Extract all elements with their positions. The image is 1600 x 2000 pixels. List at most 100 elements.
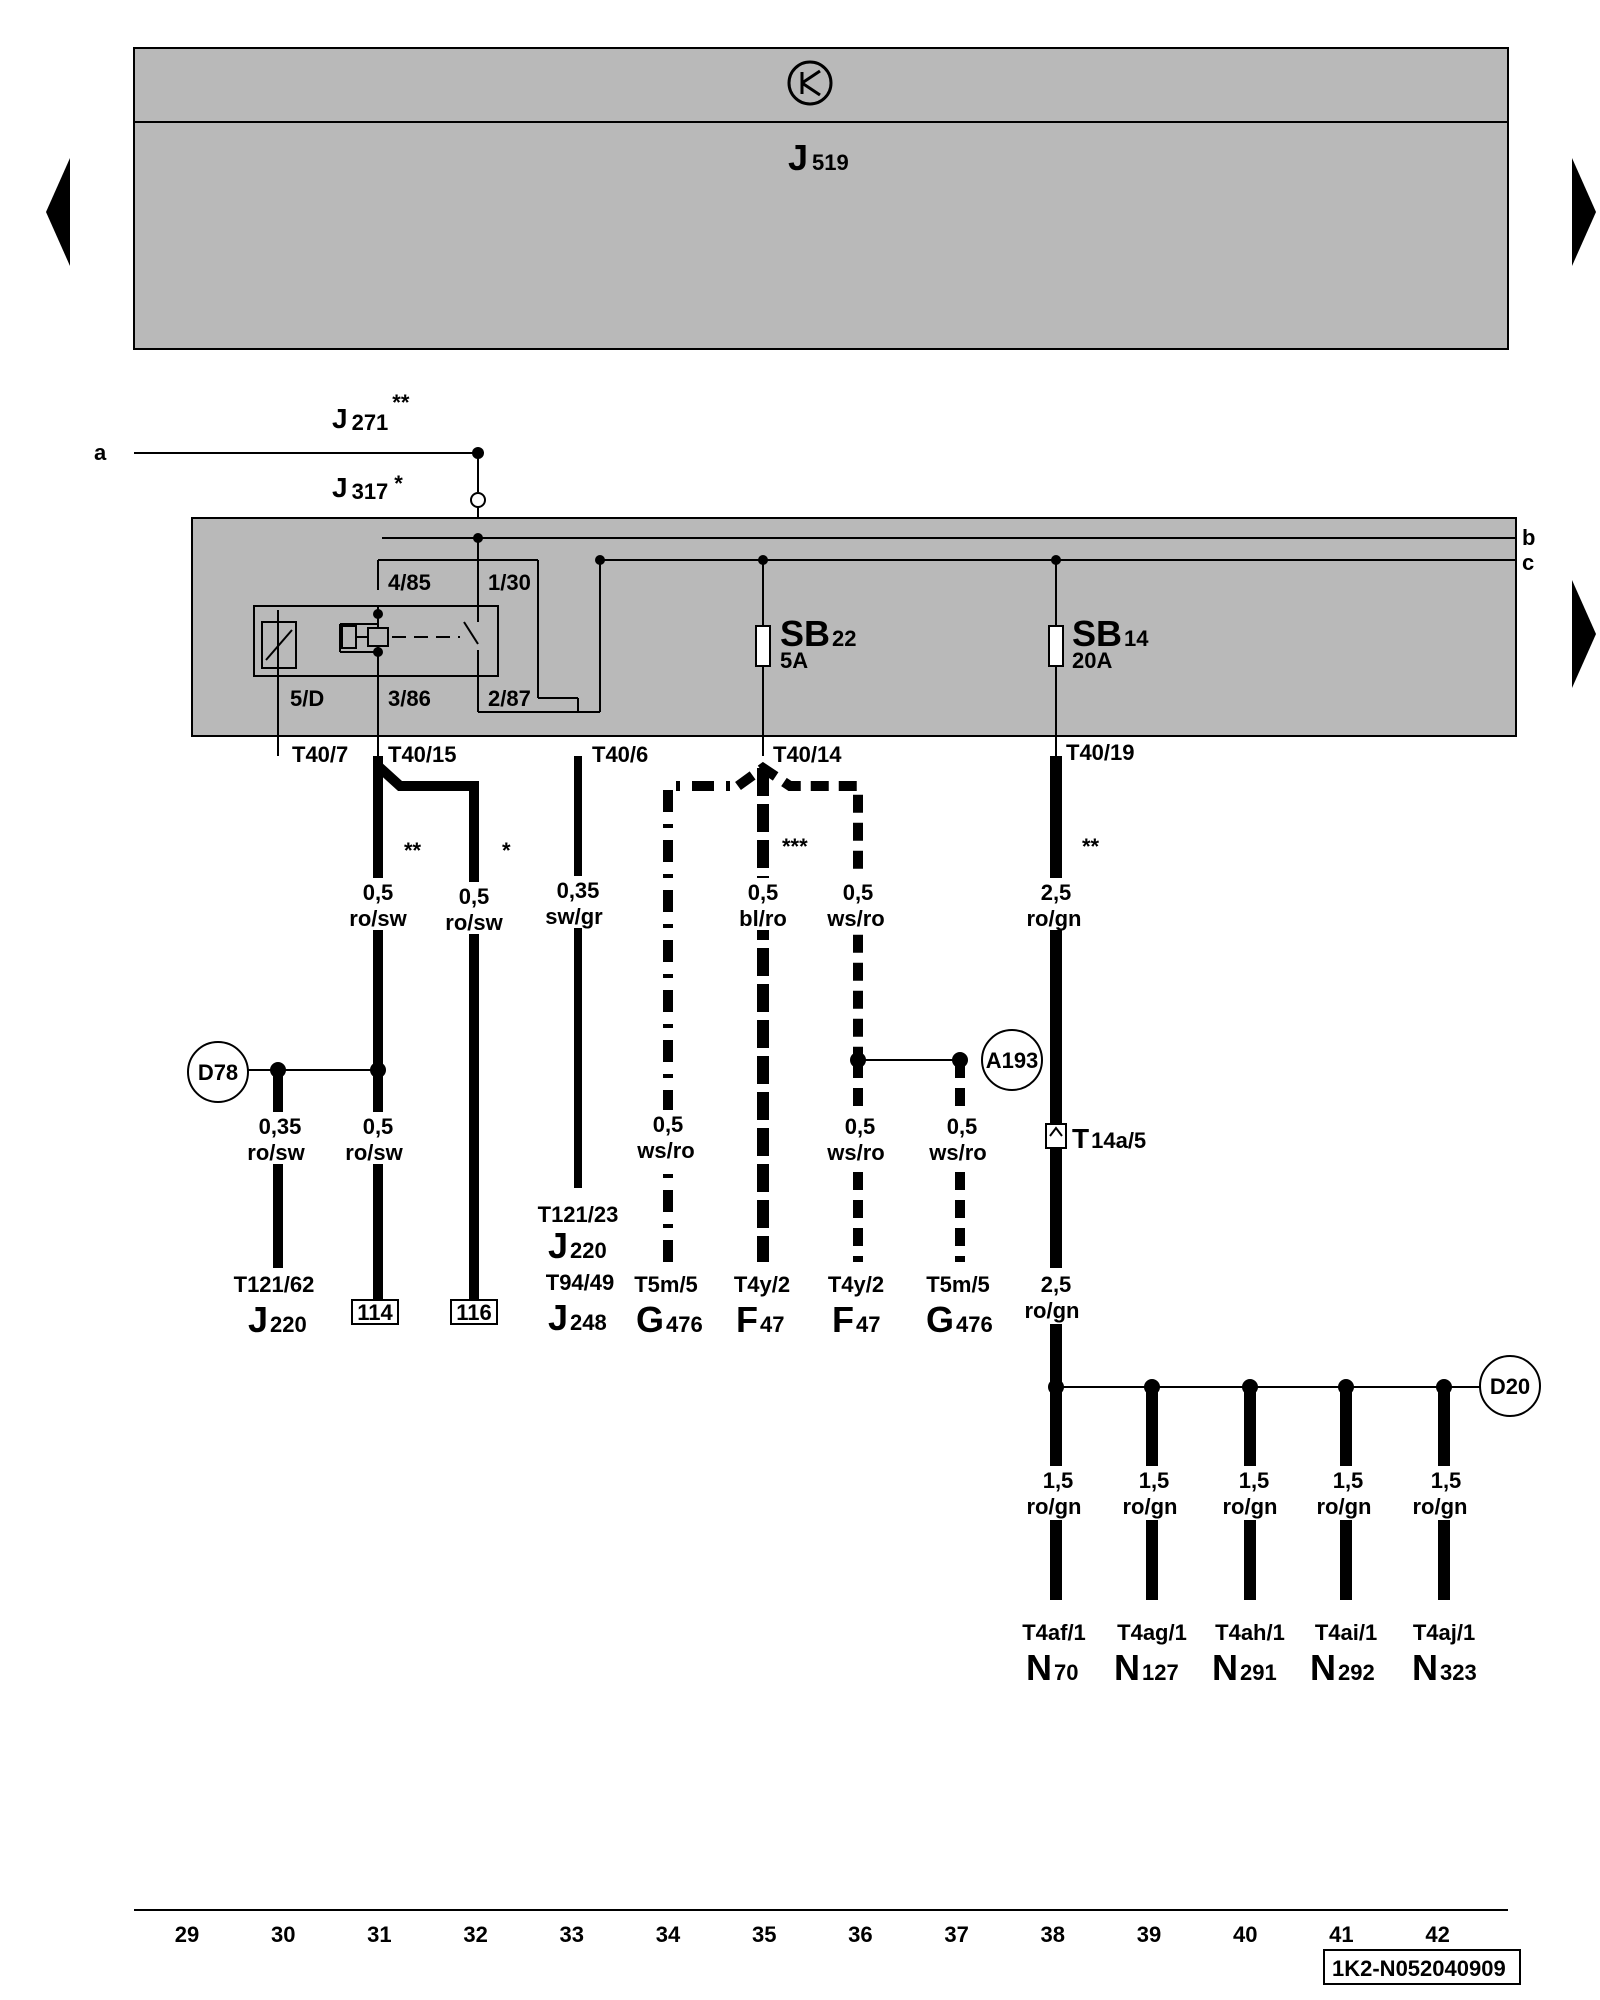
connector-t14a5: T14a/5 xyxy=(1072,1123,1146,1154)
svg-text:T4aj/1: T4aj/1 xyxy=(1413,1620,1475,1645)
track-number: 37 xyxy=(944,1922,968,1947)
component-j248: T94/49 J248 xyxy=(546,1270,615,1338)
track-number: 35 xyxy=(752,1922,776,1947)
svg-text:ro/gn: ro/gn xyxy=(1413,1494,1468,1519)
wire-label-w36: 0,5 ws/ro xyxy=(826,878,890,931)
mark-track-32: * xyxy=(502,838,511,863)
svg-text:T4af/1: T4af/1 xyxy=(1022,1620,1086,1645)
pin-label-5d: 5/D xyxy=(290,686,324,711)
svg-text:N292: N292 xyxy=(1310,1647,1375,1688)
svg-text:0,5: 0,5 xyxy=(845,1114,876,1139)
svg-text:T121/23: T121/23 xyxy=(538,1202,619,1227)
wire-label-w38: 2,5 ro/gn xyxy=(1022,878,1090,931)
triangle-right-icon[interactable] xyxy=(1572,580,1596,688)
svg-text:0,5: 0,5 xyxy=(459,884,490,909)
svg-text:J220: J220 xyxy=(248,1299,307,1340)
connector-t4014: T40/14 xyxy=(773,742,842,767)
svg-text:0,5: 0,5 xyxy=(843,880,874,905)
component-j220-t30: T121/62 J220 xyxy=(234,1272,315,1340)
relay-carrier-panel xyxy=(191,517,1517,737)
component-n323: T4aj/1 N323 xyxy=(1412,1620,1477,1688)
pin-label-386: 3/86 xyxy=(388,686,431,711)
node-d78: D78 xyxy=(187,1041,249,1103)
svg-text:0,35: 0,35 xyxy=(557,878,600,903)
component-n70: T4af/1 N70 xyxy=(1022,1620,1086,1688)
mark-track-35: *** xyxy=(782,834,808,859)
wire-label-n41: 1,5 ro/gn xyxy=(1312,1466,1380,1520)
svg-text:T4ah/1: T4ah/1 xyxy=(1215,1620,1285,1645)
wire-track-34 xyxy=(663,761,863,1262)
pin-label-287: 2/87 xyxy=(488,686,531,711)
component-g476-t34: T5m/5 G476 xyxy=(634,1272,703,1340)
wire-label-w38b: 2,5 ro/gn xyxy=(1022,1268,1090,1324)
fuse-label-sb14: SB14 xyxy=(1072,613,1149,654)
track-number: 34 xyxy=(656,1922,681,1947)
track-number: 39 xyxy=(1137,1922,1161,1947)
bus-label-b: b xyxy=(1522,525,1535,550)
svg-text:T4ag/1: T4ag/1 xyxy=(1117,1620,1187,1645)
reference-box-114[interactable]: 114 xyxy=(351,1299,399,1325)
svg-text:T5m/5: T5m/5 xyxy=(634,1272,698,1297)
svg-text:ro/gn: ro/gn xyxy=(1123,1494,1178,1519)
svg-text:N127: N127 xyxy=(1114,1647,1179,1688)
svg-text:G476: G476 xyxy=(926,1299,993,1340)
svg-text:116: 116 xyxy=(456,1300,492,1325)
line-label-a: a xyxy=(94,440,107,465)
svg-text:T121/62: T121/62 xyxy=(234,1272,315,1297)
svg-text:J248: J248 xyxy=(548,1297,607,1338)
svg-text:0,5: 0,5 xyxy=(363,880,394,905)
wire-label-w34b: 0,5 ws/ro xyxy=(634,1110,702,1163)
module-panel-j519 xyxy=(133,47,1509,350)
svg-text:F47: F47 xyxy=(736,1299,784,1340)
svg-text:2,5: 2,5 xyxy=(1041,1272,1072,1297)
connector-t4019: T40/19 xyxy=(1066,740,1135,765)
svg-text:T4y/2: T4y/2 xyxy=(734,1272,790,1297)
wire-label-n39: 1,5 ro/gn xyxy=(1118,1466,1186,1520)
svg-text:0,5: 0,5 xyxy=(947,1114,978,1139)
component-g476-t37: T5m/5 G476 xyxy=(926,1272,993,1340)
track-number: 32 xyxy=(463,1922,487,1947)
svg-text:ws/ro: ws/ro xyxy=(636,1138,694,1163)
svg-text:D20: D20 xyxy=(1490,1374,1530,1399)
track-number: 38 xyxy=(1041,1922,1065,1947)
svg-text:N291: N291 xyxy=(1212,1647,1277,1688)
triangle-right-icon[interactable] xyxy=(1572,158,1596,266)
svg-text:114: 114 xyxy=(357,1300,393,1325)
wire-label-w31: 0,5 ro/sw xyxy=(349,878,408,931)
wire-track-38 xyxy=(1045,756,1067,1600)
wire-label-w32: 0,5 ro/sw xyxy=(442,882,506,935)
svg-text:ro/sw: ro/sw xyxy=(247,1140,305,1165)
track-number: 40 xyxy=(1233,1922,1257,1947)
track-number: 29 xyxy=(175,1922,199,1947)
svg-text:G476: G476 xyxy=(636,1299,703,1340)
connector-open-icon xyxy=(470,492,486,508)
component-n292: T4ai/1 N292 xyxy=(1310,1620,1377,1688)
triangle-left-icon[interactable] xyxy=(46,158,70,266)
ground-icon xyxy=(787,60,833,106)
component-f47-t35: T4y/2 F47 xyxy=(734,1272,790,1340)
component-f47-t36: T4y/2 F47 xyxy=(828,1272,884,1340)
wire-label-w33: 0,35 sw/gr xyxy=(545,876,610,929)
svg-text:0,5: 0,5 xyxy=(363,1114,394,1139)
wire-label-w36b: 0,5 ws/ro xyxy=(826,1112,890,1165)
wire-label-n40: 1,5 ro/gn xyxy=(1216,1466,1284,1520)
track-number: 33 xyxy=(560,1922,584,1947)
svg-text:T94/49: T94/49 xyxy=(546,1270,615,1295)
svg-text:ro/gn: ro/gn xyxy=(1027,906,1082,931)
svg-text:1,5: 1,5 xyxy=(1239,1468,1270,1493)
connector-t4015: T40/15 xyxy=(388,742,457,767)
svg-text:1,5: 1,5 xyxy=(1333,1468,1364,1493)
reference-box-116[interactable]: 116 xyxy=(450,1299,498,1325)
svg-text:N70: N70 xyxy=(1026,1647,1078,1688)
svg-text:bl/ro: bl/ro xyxy=(739,906,787,931)
svg-text:ro/gn: ro/gn xyxy=(1027,1494,1082,1519)
component-j220-t33: T121/23 J220 xyxy=(538,1202,619,1266)
track-number: 31 xyxy=(367,1922,391,1947)
svg-text:1,5: 1,5 xyxy=(1431,1468,1462,1493)
svg-text:ro/sw: ro/sw xyxy=(445,910,503,935)
component-n127: T4ag/1 N127 xyxy=(1114,1620,1187,1688)
svg-text:ro/gn: ro/gn xyxy=(1025,1298,1080,1323)
